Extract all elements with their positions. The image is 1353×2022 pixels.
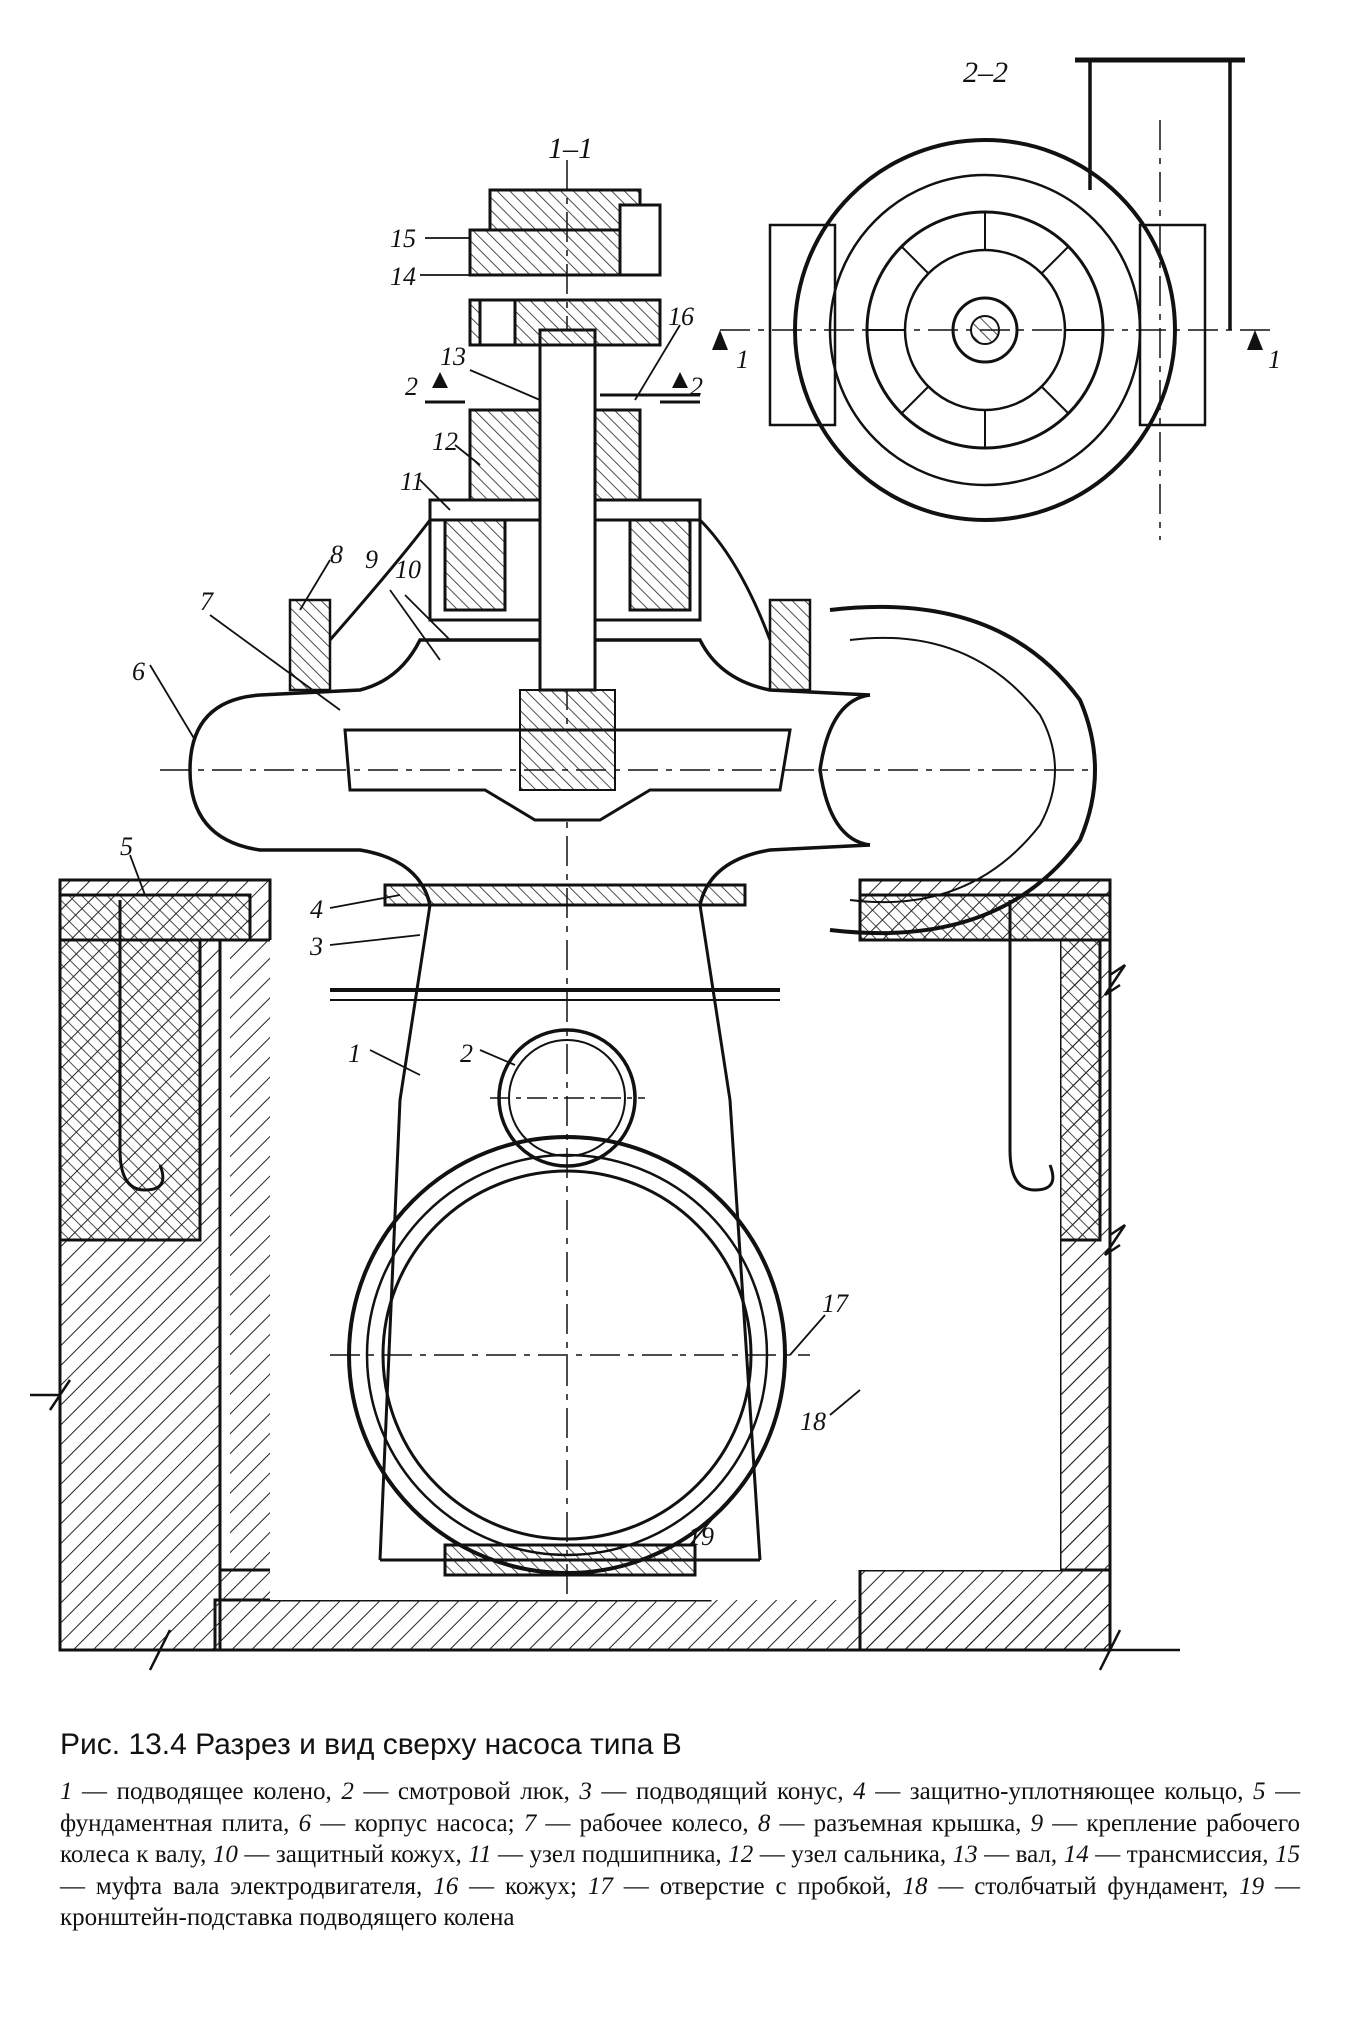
legend-number: 16 bbox=[433, 1872, 459, 1900]
top-view bbox=[712, 57, 1270, 540]
callout-13: 13 bbox=[440, 342, 466, 371]
legend-text: — корпус насоса; bbox=[311, 1809, 515, 1837]
legend-item: 7 — рабочее колесо, bbox=[524, 1810, 749, 1837]
callout-7: 7 bbox=[200, 587, 214, 616]
legend-text: — столбчатый фундамент, bbox=[927, 1872, 1229, 1900]
callout-14: 14 bbox=[390, 262, 416, 291]
legend-item: 6 — корпус насоса; bbox=[299, 1810, 515, 1837]
legend-item: 1 — подводящее колено, bbox=[60, 1778, 332, 1805]
legend-item: 5 — фундаментная плита, bbox=[60, 1778, 1300, 1837]
legend-number: 4 bbox=[853, 1778, 866, 1805]
legend-text: — смотровой люк, bbox=[353, 1778, 570, 1805]
legend-number: 19 bbox=[1239, 1872, 1265, 1900]
legend-item: 11 — узел подшипника, bbox=[468, 1841, 721, 1868]
legend-item: 9 — крепление рабочего колеса к валу, bbox=[60, 1810, 1300, 1869]
inlet-elbow bbox=[330, 883, 780, 1577]
callout-10: 10 bbox=[395, 555, 421, 584]
callouts bbox=[129, 237, 861, 1546]
legend-text: — узел сальника, bbox=[753, 1841, 947, 1868]
legend-text: — кронштейн-подставка подводящего колена bbox=[60, 1872, 1301, 1932]
section-label-2-2: 2–2 bbox=[963, 56, 1008, 89]
legend-text: — отверстие с пробкой, bbox=[612, 1872, 892, 1900]
legend: 1 — подводящее колено, 2 — смотровой люк… bbox=[60, 1776, 1300, 1934]
legend-text: — крепление рабочего колеса к валу, bbox=[60, 1809, 1301, 1869]
callout-11: 11 bbox=[400, 467, 424, 496]
legend-item: 3 — подводящий конус, bbox=[579, 1778, 843, 1805]
legend-text: — фундаментная плита, bbox=[60, 1778, 1301, 1837]
legend-number: 8 bbox=[757, 1809, 771, 1837]
pump-section-drawing: 1–1 2–2 1 1 2 2 15 14 13 16 12 11 10 9 bbox=[30, 56, 1281, 1671]
legend-text: — трансмиссия, bbox=[1088, 1841, 1269, 1868]
callout-8: 8 bbox=[330, 540, 343, 569]
callout-17: 17 bbox=[822, 1289, 849, 1318]
callout-9: 9 bbox=[365, 545, 378, 574]
callout-1: 1 bbox=[348, 1039, 361, 1068]
section-labels: 1–1 2–2 1 1 2 2 bbox=[405, 56, 1281, 401]
legend-number: 15 bbox=[1275, 1841, 1301, 1868]
legend-number: 13 bbox=[952, 1841, 978, 1868]
legend-number: 18 bbox=[902, 1872, 928, 1900]
legend-text: — вал, bbox=[977, 1841, 1058, 1868]
caption-title: Рис. 13.4 Разрез и вид сверху насоса тип… bbox=[60, 1728, 682, 1761]
callout-4: 4 bbox=[310, 895, 323, 924]
figure-caption: Рис. 13.4 Разрез и вид сверху насоса тип… bbox=[60, 1728, 1300, 1934]
callout-19: 19 bbox=[688, 1522, 714, 1551]
legend-item: 4 — защитно-уплотняющее кольцо, bbox=[853, 1778, 1243, 1805]
pump-casing bbox=[160, 518, 1097, 936]
callout-2: 2 bbox=[460, 1039, 473, 1068]
callout-numbers: 15 14 13 16 12 11 10 9 8 7 6 5 4 3 1 2 1… bbox=[120, 224, 849, 1551]
legend-item: 17 — отверстие с пробкой, bbox=[588, 1873, 892, 1900]
legend-number: 5 bbox=[1253, 1778, 1266, 1805]
legend-number: 3 bbox=[579, 1778, 592, 1805]
callout-6: 6 bbox=[132, 657, 145, 686]
legend-text: — защитный кожух, bbox=[237, 1841, 462, 1868]
legend-item: 8 — разъемная крышка, bbox=[758, 1810, 1022, 1837]
inspection-hatch bbox=[490, 1028, 645, 1168]
shaft-assembly bbox=[425, 188, 702, 692]
legend-item: 14 — трансмиссия, bbox=[1064, 1841, 1269, 1868]
legend-number: 12 bbox=[728, 1841, 754, 1868]
legend-number: 14 bbox=[1063, 1841, 1089, 1868]
legend-item: 19 — кронштейн-подставка подводящего кол… bbox=[60, 1873, 1300, 1932]
legend-item: 15 — муфта вала электродвигателя, bbox=[60, 1841, 1300, 1900]
callout-3: 3 bbox=[309, 932, 323, 961]
legend-item: 2 — смотровой люк, bbox=[341, 1778, 569, 1805]
legend-item: 12 — узел сальника, bbox=[728, 1841, 946, 1868]
callout-5: 5 bbox=[120, 832, 133, 861]
callout-16: 16 bbox=[668, 302, 694, 331]
legend-text: — разъемная крышка, bbox=[770, 1809, 1022, 1837]
callout-15: 15 bbox=[390, 224, 416, 253]
legend-number: 6 bbox=[298, 1809, 312, 1837]
legend-number: 9 bbox=[1030, 1809, 1044, 1837]
legend-text: — защитно-уплотняющее кольцо, bbox=[865, 1778, 1244, 1805]
legend-number: 1 bbox=[60, 1778, 73, 1805]
cut-mark-left: 1 bbox=[736, 345, 749, 374]
legend-text: — подводящее колено, bbox=[72, 1778, 332, 1805]
legend-text: — кожух; bbox=[458, 1872, 577, 1900]
section-label-1-1: 1–1 bbox=[548, 132, 593, 165]
legend-text: — подводящий конус, bbox=[591, 1778, 844, 1805]
legend-text: — муфта вала электродвигателя, bbox=[60, 1872, 423, 1900]
callout-12: 12 bbox=[432, 427, 458, 456]
foundation bbox=[30, 878, 1180, 1671]
legend-item: 16 — кожух; bbox=[433, 1873, 577, 1900]
cut2-mark-right: 2 bbox=[690, 372, 703, 401]
legend-item: 18 — столбчатый фундамент, bbox=[902, 1873, 1228, 1900]
legend-number: 7 bbox=[523, 1809, 537, 1837]
cut-mark-right: 1 bbox=[1268, 345, 1281, 374]
legend-item: 13 — вал, bbox=[953, 1841, 1058, 1868]
legend-item: 10 — защитный кожух, bbox=[213, 1841, 462, 1868]
cut2-mark-left: 2 bbox=[405, 372, 418, 401]
legend-number: 10 bbox=[212, 1841, 238, 1868]
legend-number: 2 bbox=[341, 1778, 354, 1805]
legend-number: 17 bbox=[587, 1872, 613, 1900]
callout-18: 18 bbox=[800, 1407, 826, 1436]
legend-text: — рабочее колесо, bbox=[536, 1809, 749, 1837]
legend-text: — узел подшипника, bbox=[491, 1841, 722, 1868]
legend-number: 11 bbox=[468, 1841, 492, 1868]
